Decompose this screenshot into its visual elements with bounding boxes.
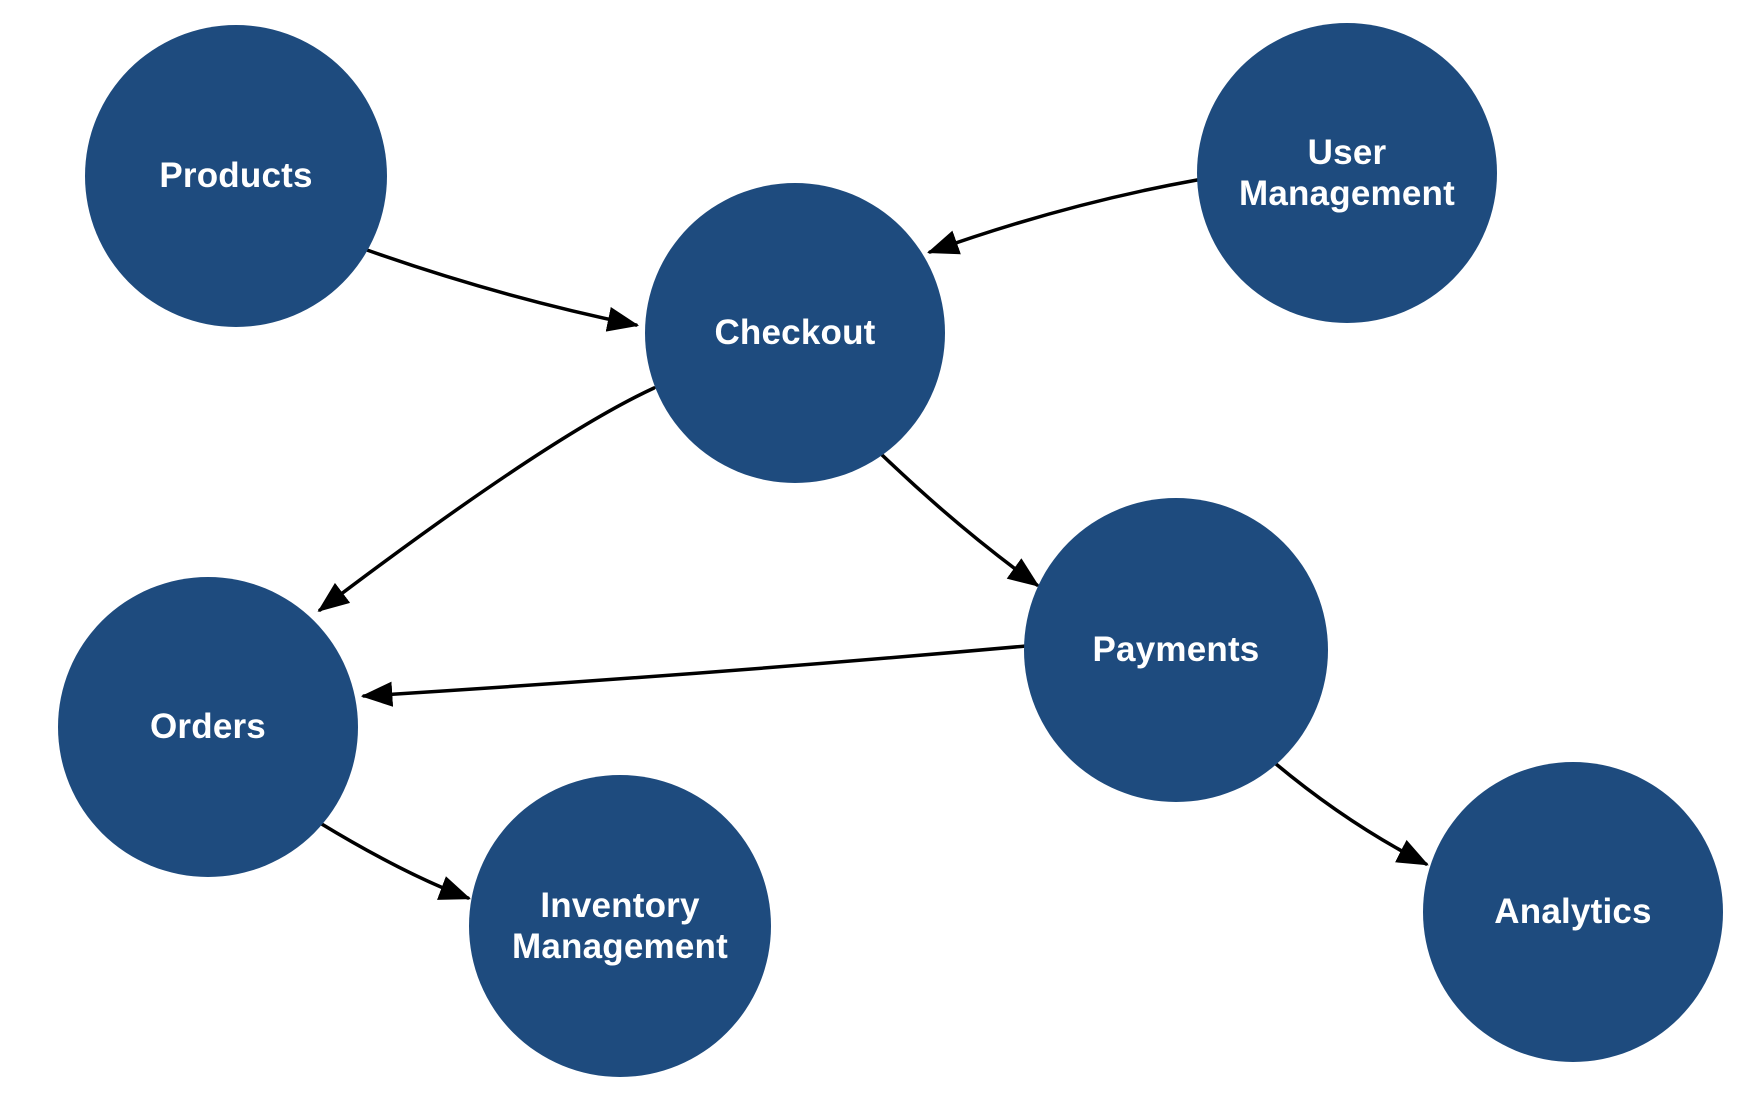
node-label-analytics: Analytics (1494, 892, 1652, 932)
node-products[interactable]: Products (85, 25, 387, 327)
edge-user-management-to-checkout (927, 178, 1199, 255)
node-orders[interactable]: Orders (58, 577, 358, 877)
node-payments[interactable]: Payments (1024, 498, 1328, 802)
node-label-checkout: Checkout (714, 313, 876, 353)
node-label-products: Products (159, 156, 313, 196)
node-checkout[interactable]: Checkout (645, 183, 945, 483)
edge-products-to-checkout (365, 248, 640, 332)
edge-payments-to-orders (360, 644, 1028, 707)
edge-orders-to-inventory-management (318, 821, 471, 900)
edge-checkout-to-payments (878, 451, 1040, 587)
node-label-payments: Payments (1092, 630, 1260, 670)
node-label-inventory-management: Inventory Management (512, 885, 728, 966)
edge-payments-to-analytics (1274, 762, 1429, 866)
node-label-user-management: User Management (1239, 132, 1455, 213)
node-user-management[interactable]: User Management (1197, 23, 1497, 323)
node-label-orders: Orders (150, 707, 266, 747)
node-analytics[interactable]: Analytics (1423, 762, 1723, 1062)
edge-checkout-to-orders (317, 386, 656, 612)
node-inventory-management[interactable]: Inventory Management (469, 775, 771, 1077)
